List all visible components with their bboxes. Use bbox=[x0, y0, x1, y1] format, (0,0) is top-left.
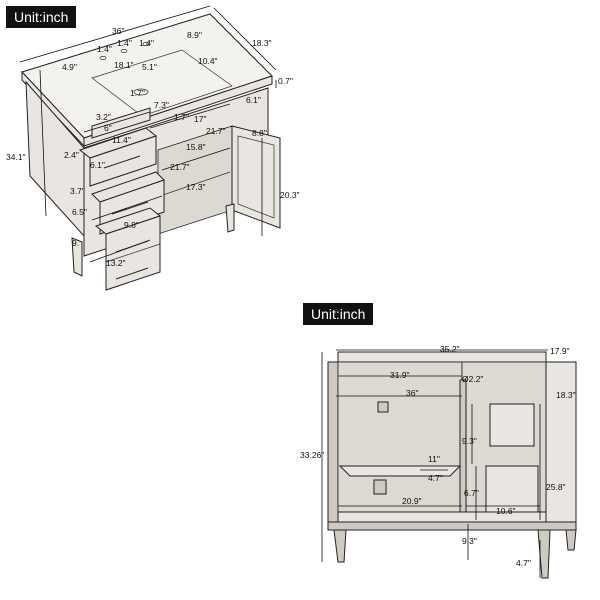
leg-front-left bbox=[71, 237, 83, 277]
label-shelf-off: 4.7" bbox=[428, 473, 443, 483]
drawer-box-lower bbox=[485, 465, 539, 513]
label-d17: 9.8" bbox=[124, 220, 139, 230]
leg-left bbox=[333, 529, 347, 563]
label-height: 34.1" bbox=[6, 152, 26, 162]
label-left-w: 20.9" bbox=[402, 496, 422, 506]
unit-label-bottom: Unit:inch bbox=[303, 303, 374, 325]
left-stile bbox=[327, 361, 339, 531]
dim-drawer-3-line bbox=[89, 239, 151, 263]
label-right-w: 10.6" bbox=[496, 506, 516, 516]
label-d12: 6.1" bbox=[90, 160, 105, 170]
hinge-upper bbox=[377, 401, 389, 413]
faucet-hole-center bbox=[120, 49, 128, 53]
label-d2: 6" bbox=[104, 123, 112, 133]
front-view-vanity bbox=[327, 351, 577, 579]
label-d5: 1.7" bbox=[174, 112, 189, 122]
label-hole-c: 1.4" bbox=[139, 38, 154, 48]
label-shelf-gap: 9.3" bbox=[462, 436, 477, 446]
drawer-3-split bbox=[105, 243, 161, 263]
unit-label-top: Unit:inch bbox=[6, 6, 77, 28]
right-side-panel bbox=[545, 361, 577, 531]
label-d11: 2.4" bbox=[64, 150, 79, 160]
interior-shelf bbox=[159, 171, 231, 197]
label-hole-a: 1.4" bbox=[97, 44, 112, 54]
label-d15: 17.3" bbox=[186, 182, 206, 192]
label-d9: 8.8" bbox=[252, 128, 267, 138]
label-leg: 4.7" bbox=[516, 558, 531, 568]
label-hole: Ø2.2" bbox=[462, 374, 483, 384]
label-top-d: 18.3" bbox=[556, 390, 576, 400]
label-d1: 3.2" bbox=[96, 112, 111, 122]
center-divider bbox=[459, 379, 467, 523]
bottom-labels: 35.2" 17.9" 31.9" Ø2.2" 36" 18.3" 33.26"… bbox=[300, 344, 576, 568]
label-bottom-gap: 9.3" bbox=[462, 536, 477, 546]
label-rail: 1.7" bbox=[130, 88, 145, 98]
bottom-dimension-lines bbox=[321, 349, 548, 578]
open-door bbox=[231, 125, 281, 229]
drawer-2-handle bbox=[111, 201, 149, 215]
drawer-1-front bbox=[89, 135, 157, 187]
faucet-hole-left bbox=[99, 56, 107, 60]
drawer-box-upper bbox=[489, 403, 535, 447]
faucet-hole-right bbox=[142, 42, 150, 46]
label-d18: 9. bbox=[72, 238, 79, 248]
label-d6: 17" bbox=[194, 114, 206, 124]
dim-interior-line bbox=[149, 103, 231, 129]
dim-height-line bbox=[39, 69, 47, 217]
hinge-lower bbox=[373, 479, 387, 495]
label-sink-d: 5.1" bbox=[142, 62, 157, 72]
label-width: 36" bbox=[112, 26, 124, 36]
drain bbox=[133, 88, 149, 96]
label-depth: 18.3" bbox=[252, 38, 272, 48]
label-d3: 11.4" bbox=[112, 135, 131, 145]
label-shelf-d: 11" bbox=[428, 454, 440, 464]
label-d14: 3.7" bbox=[70, 186, 85, 196]
isometric-vanity bbox=[21, 13, 281, 291]
label-inner-w: 35.2" bbox=[440, 344, 460, 354]
left-interior bbox=[337, 361, 463, 523]
label-top-thick: 0.7" bbox=[278, 76, 293, 86]
label-d13: 21.7" bbox=[170, 162, 190, 172]
dim-rail-line bbox=[83, 111, 151, 133]
drawer-1-handle bbox=[103, 155, 141, 169]
top-dimension-lines bbox=[19, 5, 277, 263]
dim-depth-line bbox=[213, 7, 277, 71]
label-d16: 6.5" bbox=[72, 207, 87, 217]
label-d19: 13.2" bbox=[106, 258, 126, 268]
countertop-front-edge bbox=[83, 75, 273, 147]
label-sink-w: 18.1" bbox=[114, 60, 134, 70]
label-b-height: 33.26" bbox=[300, 450, 324, 460]
label-d8: 21.7" bbox=[206, 126, 226, 136]
bottom-rail bbox=[327, 521, 577, 531]
label-w1: 31.9" bbox=[390, 370, 410, 380]
label-left-edge: 4.9" bbox=[62, 62, 77, 72]
label-mid: 6.7" bbox=[464, 488, 479, 498]
top-labels: 36" 18.3" 1.4" 1.4" 1.4" 8.9" 4.9" 18.1"… bbox=[6, 26, 300, 268]
leg-front-right bbox=[225, 203, 235, 233]
label-b-depth: 17.9" bbox=[550, 346, 570, 356]
slim-drawer bbox=[91, 107, 151, 139]
label-hole-b: 1.4" bbox=[117, 38, 132, 48]
shelf bbox=[338, 465, 462, 477]
label-d4: 7.3" bbox=[154, 100, 169, 110]
leg-right bbox=[565, 529, 577, 551]
dim-shelf-line bbox=[161, 147, 231, 171]
leg-center bbox=[537, 529, 551, 579]
dim-drawer-w-line bbox=[91, 195, 163, 221]
label-right-h: 25.8" bbox=[546, 482, 566, 492]
drawer-3-handle-b bbox=[115, 267, 149, 280]
label-sink-right: 10.4" bbox=[198, 56, 218, 66]
sink-outline bbox=[91, 49, 233, 117]
label-sink-side: 8.9" bbox=[187, 30, 202, 40]
label-d7: 6.1" bbox=[246, 95, 261, 105]
dim-width-line bbox=[19, 5, 211, 63]
label-door-h: 20.3" bbox=[280, 190, 300, 200]
label-d10: 15.8" bbox=[186, 142, 206, 152]
label-top-w: 36" bbox=[406, 388, 418, 398]
